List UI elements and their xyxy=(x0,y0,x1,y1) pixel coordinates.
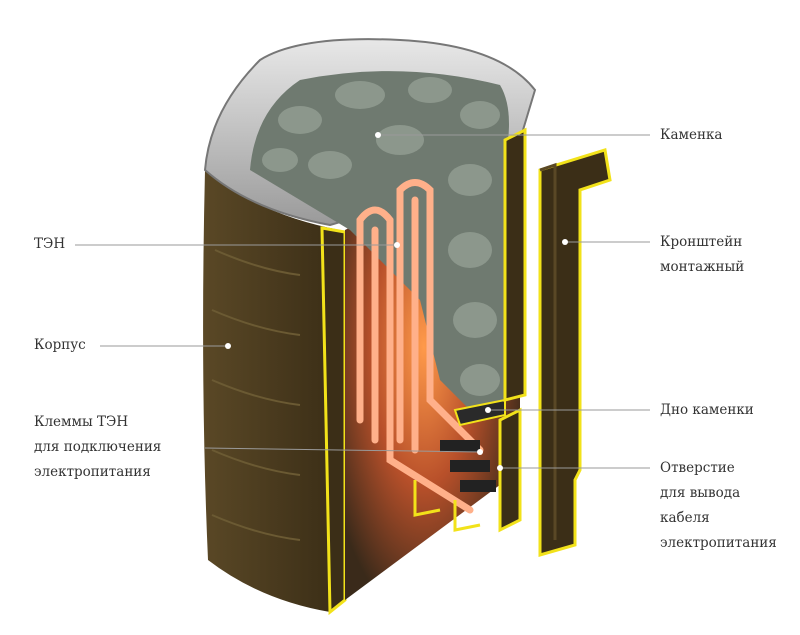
label-terminals: Клеммы ТЭН для подключения электропитани… xyxy=(34,410,161,485)
stone-highlights xyxy=(262,77,500,396)
label-hole-line: кабеля xyxy=(660,510,710,526)
label-kamenka: Каменка xyxy=(660,127,723,143)
bottom-legs xyxy=(413,480,481,532)
label-hole: Отверстие для вывода кабеля электропитан… xyxy=(660,456,777,556)
body-ribs xyxy=(211,249,301,541)
label-bracket-line: Кронштейн xyxy=(660,234,743,250)
label-bottom: Дно каменки xyxy=(660,402,754,418)
inner-wall xyxy=(503,127,527,402)
leader-lines xyxy=(75,134,650,469)
label-ten: ТЭН xyxy=(34,236,66,252)
label-terminals-line: Клеммы ТЭН xyxy=(34,414,129,430)
label-terminals-line: для подключения xyxy=(34,439,162,455)
mounting-bracket xyxy=(538,148,612,557)
leader-dots xyxy=(225,132,568,471)
terminals xyxy=(440,440,496,492)
label-bracket-line: монтажный xyxy=(660,259,745,275)
label-body: Корпус xyxy=(34,337,86,353)
label-terminals-line: электропитания xyxy=(34,464,151,480)
rear-wall xyxy=(498,407,522,533)
heater-body xyxy=(203,170,340,612)
heating-elements xyxy=(356,179,484,514)
kamenka-bottom xyxy=(453,398,506,427)
label-bracket: Кронштейн монтажный xyxy=(660,230,744,280)
label-hole-line: электропитания xyxy=(660,535,777,551)
label-hole-line: для вывода xyxy=(660,485,741,501)
label-hole-line: Отверстие xyxy=(660,460,735,476)
